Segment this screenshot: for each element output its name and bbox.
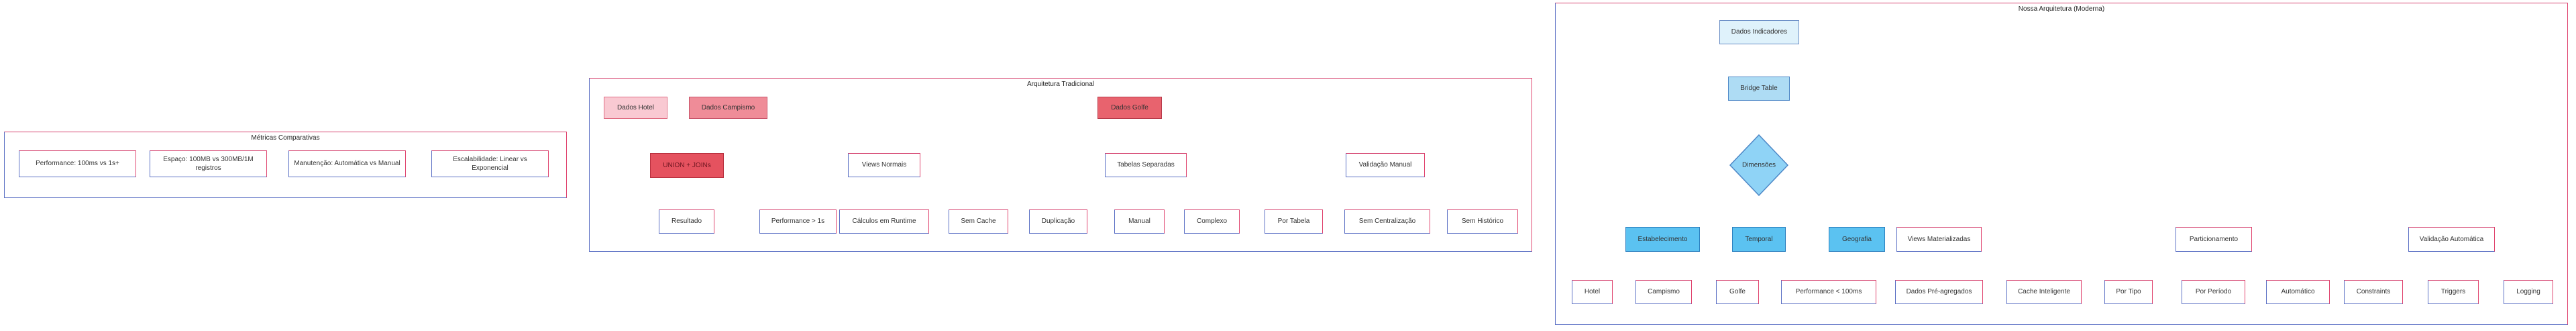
group-moderna-title: Nossa Arquitetura (Moderna) xyxy=(2018,5,2105,13)
node-cache-inteligente: Cache Inteligente xyxy=(2006,280,2082,304)
node-dados-golfe: Dados Golfe xyxy=(1097,97,1162,119)
node-dados-preagregados: Dados Pré-agregados xyxy=(1895,280,1983,304)
node-dados-campismo: Dados Campismo xyxy=(689,97,767,119)
node-performance-100ms: Performance < 100ms xyxy=(1781,280,1876,304)
node-golfe: Golfe xyxy=(1716,280,1759,304)
node-automatico: Automático xyxy=(2266,280,2330,304)
dimensoes-label: Dimensões xyxy=(1741,161,1776,169)
node-views-materializadas: Views Materializadas xyxy=(1896,227,1982,252)
node-por-tabela: Por Tabela xyxy=(1265,209,1323,234)
node-dados-hotel: Dados Hotel xyxy=(604,97,667,119)
node-geografia: Geografia xyxy=(1829,227,1885,252)
node-dimensoes: Dimensões xyxy=(1729,134,1788,196)
node-calculos-runtime: Cálculos em Runtime xyxy=(839,209,929,234)
group-tradicional-title: Arquitetura Tradicional xyxy=(1026,81,1095,88)
node-union-joins: UNION + JOINs xyxy=(650,153,724,178)
node-duplicacao: Duplicação xyxy=(1029,209,1087,234)
metric-manutencao: Manutenção: Automática vs Manual xyxy=(288,150,406,177)
node-sem-centralizacao: Sem Centralização xyxy=(1344,209,1430,234)
node-sem-cache: Sem Cache xyxy=(949,209,1008,234)
node-campismo: Campismo xyxy=(1635,280,1692,304)
node-resultado: Resultado xyxy=(659,209,714,234)
node-bridge-table: Bridge Table xyxy=(1728,77,1790,101)
dimensoes-diamond-shape xyxy=(1729,134,1788,196)
node-triggers: Triggers xyxy=(2428,280,2479,304)
metric-espaco: Espaço: 100MB vs 300MB/1M registros xyxy=(150,150,267,177)
group-moderna: Nossa Arquitetura (Moderna) xyxy=(1555,3,2568,325)
node-constraints: Constraints xyxy=(2344,280,2403,304)
node-validacao-automatica: Validação Automática xyxy=(2408,227,2495,252)
node-por-tipo: Por Tipo xyxy=(2104,280,2153,304)
group-metricas-title: Métricas Comparativas xyxy=(251,134,320,142)
node-sem-historico: Sem Histórico xyxy=(1447,209,1518,234)
node-por-periodo: Por Período xyxy=(2182,280,2245,304)
node-logging: Logging xyxy=(2504,280,2553,304)
node-views-normais: Views Normais xyxy=(848,153,920,177)
node-dados-indicadores: Dados Indicadores xyxy=(1719,20,1799,44)
metric-performance: Performance: 100ms vs 1s+ xyxy=(19,150,136,177)
node-complexo: Complexo xyxy=(1184,209,1240,234)
metric-escalabilidade: Escalabilidade: Linear vs Exponencial xyxy=(431,150,549,177)
node-manual: Manual xyxy=(1114,209,1165,234)
node-particionamento: Particionamento xyxy=(2176,227,2252,252)
node-tabelas-separadas: Tabelas Separadas xyxy=(1105,153,1187,177)
node-estabelecimento: Estabelecimento xyxy=(1625,227,1700,252)
node-hotel: Hotel xyxy=(1572,280,1613,304)
node-performance-1s: Performance > 1s xyxy=(759,209,837,234)
node-validacao-manual: Validação Manual xyxy=(1346,153,1425,177)
node-temporal: Temporal xyxy=(1732,227,1786,252)
